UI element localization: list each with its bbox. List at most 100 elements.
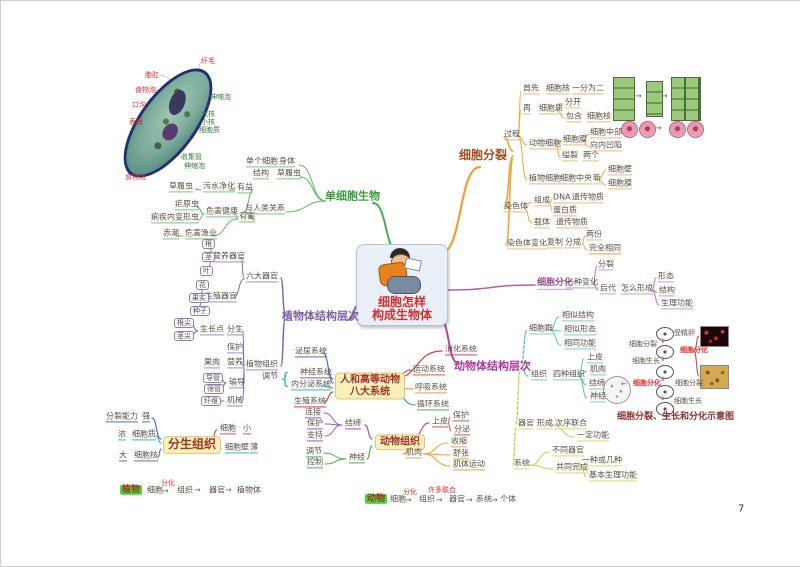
label-unicellular-0: 单个细胞 bbox=[246, 156, 278, 168]
label-systems-2: 泌尿系统 bbox=[295, 346, 327, 358]
label-unicellular-3: 草履虫 bbox=[277, 168, 301, 180]
label-plant_levels-17: 导管 bbox=[203, 372, 223, 384]
label-systems-5: 生殖系统 bbox=[294, 396, 326, 408]
label-division-5: 细胞质 bbox=[539, 103, 563, 115]
label-formulas-15: → bbox=[436, 495, 443, 505]
cartoon-paper bbox=[404, 257, 422, 272]
label-animal_levels-6: 上皮 bbox=[587, 352, 603, 364]
label-animal_tissue-4: 调节 bbox=[306, 446, 322, 458]
label-differentiation-1: 分裂 bbox=[598, 259, 614, 271]
label-animal_levels-11: 形成 bbox=[537, 418, 553, 430]
label-systems-0: 调节 bbox=[262, 371, 278, 381]
label-formulas-12: → bbox=[405, 495, 412, 505]
label-animal_levels-2: 相似形态 bbox=[564, 324, 596, 336]
label-division-26: 遗传物质 bbox=[556, 217, 588, 229]
label-division-31: 完全相同 bbox=[589, 243, 621, 255]
label-paramecium-2: 食物泡 bbox=[135, 85, 156, 94]
plant-cell-division-image-3 bbox=[671, 77, 701, 121]
animal-cell-division-image-3 bbox=[669, 121, 686, 138]
label-plant_levels-13: 分生 bbox=[227, 324, 243, 336]
label-animal_levels-9: 神经 bbox=[590, 391, 606, 403]
page-number: 7 bbox=[738, 503, 745, 515]
label-division-4: 再 bbox=[523, 103, 531, 115]
label-chain-4: 细胞分裂 bbox=[675, 378, 703, 387]
label-formulas-11: 分化 bbox=[403, 487, 417, 496]
label-division-19: 细胞膜 bbox=[608, 178, 632, 190]
label-animal_tissue-10: 肌肉 bbox=[406, 447, 422, 459]
label-formulas-2: 分化 bbox=[161, 478, 175, 487]
label-animal_tissue-9: 分泌 bbox=[454, 424, 470, 436]
label-animal_levels-5: 四种组织 bbox=[553, 369, 585, 381]
label-systems-7: 运动系统 bbox=[413, 364, 445, 376]
label-animal_levels-16: 共同完成 bbox=[556, 462, 588, 474]
label-formulas-13: 组织 bbox=[419, 494, 435, 504]
label-division-13: 缢裂 bbox=[562, 150, 578, 162]
label-animal_tissue-7: 上皮 bbox=[432, 416, 448, 428]
label-paramecium-3: 口沟 bbox=[132, 100, 146, 109]
label-unicellular-5: 有益 bbox=[237, 182, 253, 194]
node-meristem: 分生组织 bbox=[163, 436, 222, 454]
label-meristem-0: 分裂能力 bbox=[106, 411, 138, 423]
label-meristem-5: 细胞核 bbox=[134, 450, 158, 462]
tissue-micrograph-dark bbox=[700, 326, 729, 347]
label-differentiation-4: 形态 bbox=[658, 271, 674, 283]
label-meristem-8: 细胞壁 bbox=[225, 442, 249, 454]
label-division-15: 植物细胞 bbox=[529, 173, 561, 185]
label-paramecium-1: 胞肛 bbox=[145, 70, 159, 79]
label-animal_levels-4: 组织 bbox=[531, 369, 547, 381]
label-division-24: 蛋白质 bbox=[553, 205, 577, 217]
label-division-22: DNA bbox=[553, 192, 571, 204]
label-chain-14: → bbox=[655, 123, 662, 133]
label-chain-3: 细胞生长 bbox=[632, 356, 660, 365]
label-animal_tissue-11: 收缩 bbox=[451, 436, 467, 448]
label-formulas-19: → bbox=[491, 495, 498, 505]
label-formulas-7: → bbox=[225, 485, 232, 495]
label-chain-10: ↓ bbox=[660, 374, 666, 383]
label-division-3: 一分为二 bbox=[572, 83, 604, 95]
branch-plant-levels: 植物体结构层次 bbox=[282, 309, 359, 323]
label-plant_levels-0: 六大器官 bbox=[246, 271, 278, 283]
label-unicellular-4: 与人类关系 bbox=[245, 203, 285, 215]
label-animal_levels-8: 结缔 bbox=[589, 378, 605, 390]
label-animal_levels-14: 系统 bbox=[514, 458, 530, 470]
label-division-14: 两个 bbox=[583, 150, 599, 162]
label-meristem-7: 小 bbox=[243, 423, 251, 435]
label-formulas-20: 个体 bbox=[500, 494, 516, 504]
label-plant_levels-16: 营养 bbox=[227, 357, 243, 369]
label-formulas-10: 细胞 bbox=[390, 494, 406, 504]
label-systems-4: 内分泌系统 bbox=[291, 379, 331, 391]
label-formulas-1: 细胞 bbox=[147, 485, 163, 495]
label-division-16: 细胞中央 bbox=[560, 173, 592, 185]
label-plant_levels-1: 营养器官 bbox=[213, 251, 245, 263]
label-division-12: 向内凹陷 bbox=[590, 140, 622, 152]
label-plant_levels-4: 叶 bbox=[200, 265, 213, 277]
label-unicellular-9: 危害健康 bbox=[206, 206, 238, 218]
label-differentiation-0: 一种变化 bbox=[566, 277, 598, 289]
paramecium-gullet bbox=[165, 87, 189, 118]
label-meristem-9: 薄 bbox=[250, 442, 258, 454]
animal-cell-division-image-4 bbox=[687, 121, 704, 138]
label-paramecium-8: 细胞质 bbox=[199, 125, 220, 134]
label-meristem-6: 细胞 bbox=[220, 423, 236, 435]
label-chain-5: 细胞生长 bbox=[674, 396, 702, 405]
cell-chain-oval-5 bbox=[656, 402, 674, 416]
label-animal_levels-17: 一种或几种 bbox=[582, 455, 622, 467]
diagram-caption: 细胞分裂、生长和分化示意图 bbox=[617, 411, 735, 422]
label-formulas-18: 系统 bbox=[476, 494, 492, 504]
label-plant_levels-2: 根 bbox=[202, 238, 215, 250]
label-plant_levels-19: 输导 bbox=[229, 377, 245, 389]
label-animal_tissue-5: 控制 bbox=[307, 457, 323, 469]
label-paramecium-6: 大核 bbox=[201, 109, 215, 118]
label-division-29: 分成 bbox=[565, 237, 581, 249]
label-chain-9: ↓ bbox=[660, 354, 666, 363]
plant-cell-division-image-1 bbox=[613, 77, 635, 121]
node-eight-systems: 人和高等动物 八大系统 bbox=[335, 372, 405, 400]
label-animal_levels-18: 基本生理功能 bbox=[589, 470, 637, 482]
label-animal_levels-0: 细胞群 bbox=[529, 323, 553, 335]
label-paramecium-11: 食物泡 bbox=[125, 172, 146, 181]
label-division-1: 首先 bbox=[523, 83, 539, 95]
label-plant_levels-14: 保护 bbox=[227, 342, 243, 354]
center-title-line2: 构成生物体 bbox=[371, 307, 432, 322]
label-plant_levels-9: 植物组织 bbox=[246, 359, 278, 371]
label-animal_levels-15: 不同器官 bbox=[552, 445, 584, 457]
